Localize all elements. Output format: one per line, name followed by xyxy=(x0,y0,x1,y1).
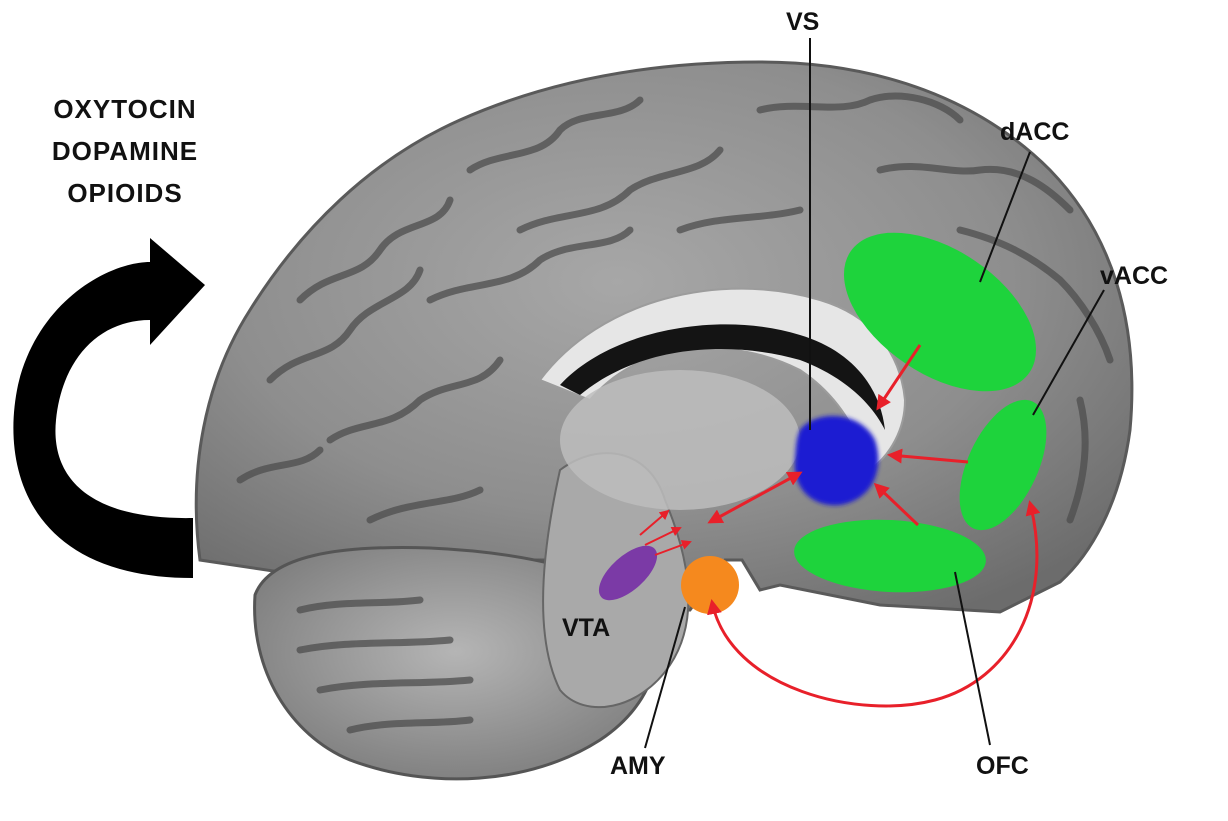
neurotransmitter-dopamine: DOPAMINE xyxy=(30,136,220,167)
curved-cycle-arrow-icon xyxy=(13,238,205,578)
vs-region xyxy=(795,416,879,505)
amy-region xyxy=(681,556,739,614)
thalamus xyxy=(560,370,800,510)
label-amy: AMY xyxy=(610,752,666,781)
label-vacc: vACC xyxy=(1100,262,1168,291)
label-vta: VTA xyxy=(562,614,610,643)
neurotransmitter-oxytocin: OXYTOCIN xyxy=(30,94,220,125)
label-ofc: OFC xyxy=(976,752,1029,781)
label-vs: VS xyxy=(786,8,819,37)
label-dacc: dACC xyxy=(1000,118,1069,147)
neurotransmitter-opioids: OPIOIDS xyxy=(30,178,220,209)
